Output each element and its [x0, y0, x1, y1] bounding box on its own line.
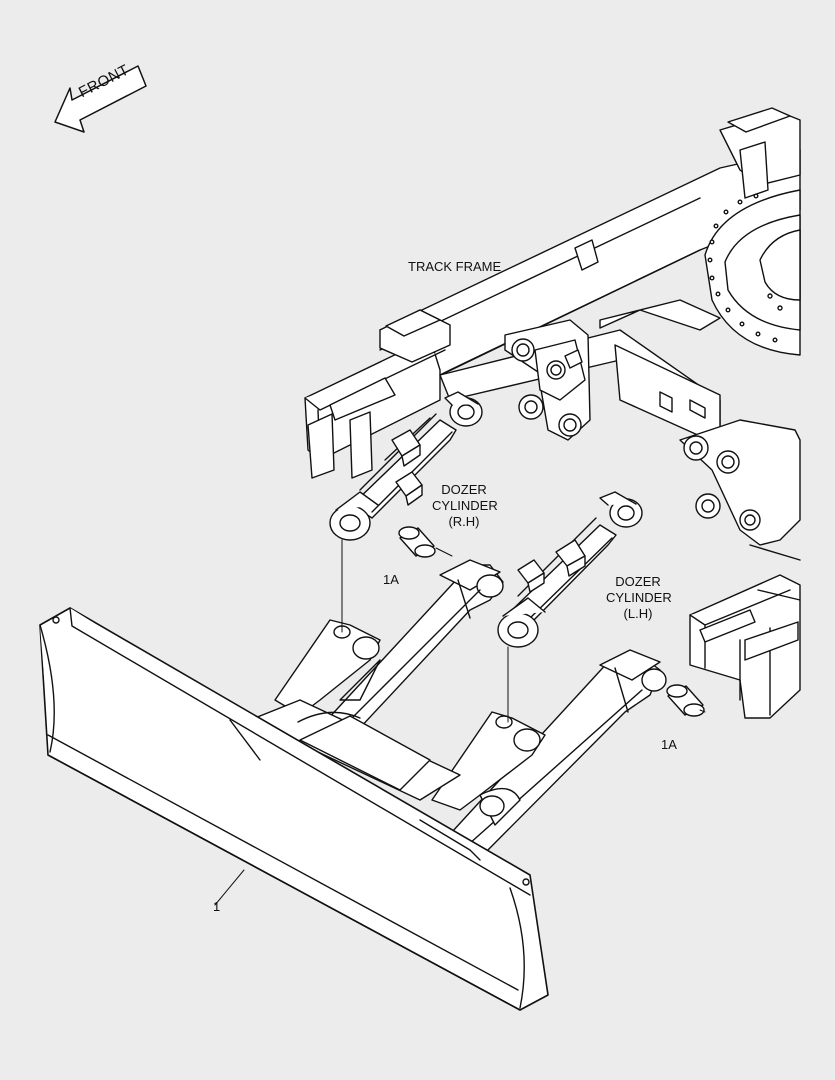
dozer-cylinder-rh-label: DOZER CYLINDER (R.H) — [432, 482, 498, 530]
dozer-cylinder-lh-line-1: DOZER — [615, 574, 661, 589]
dozer-blade — [39, 607, 549, 1011]
dozer-cylinder-rh — [329, 391, 483, 541]
dozer-cylinder-lh — [497, 491, 643, 648]
front-arrow-icon — [54, 65, 147, 133]
part-1a-upper-label: 1A — [383, 572, 399, 587]
track-frame-label: TRACK FRAME — [408, 259, 502, 274]
leader-lines — [214, 539, 706, 906]
bushing-1a-upper — [398, 526, 436, 558]
dozer-cylinder-lh-label: DOZER CYLINDER (L.H) — [606, 574, 672, 622]
dozer-cylinder-lh-line-2: CYLINDER — [606, 590, 672, 605]
dozer-cylinder-rh-line-2: CYLINDER — [432, 498, 498, 513]
dozer-push-frame — [249, 559, 667, 859]
part-1-label: 1 — [213, 899, 221, 914]
dozer-cylinder-rh-line-3: (R.H) — [448, 514, 480, 529]
dozer-cylinder-rh-line-1: DOZER — [441, 482, 487, 497]
part-1a-lower-label: 1A — [661, 737, 677, 752]
bushing-1a-lower — [666, 684, 705, 717]
dozer-cylinder-lh-line-3: (L.H) — [623, 606, 653, 621]
track-frame — [304, 107, 801, 719]
